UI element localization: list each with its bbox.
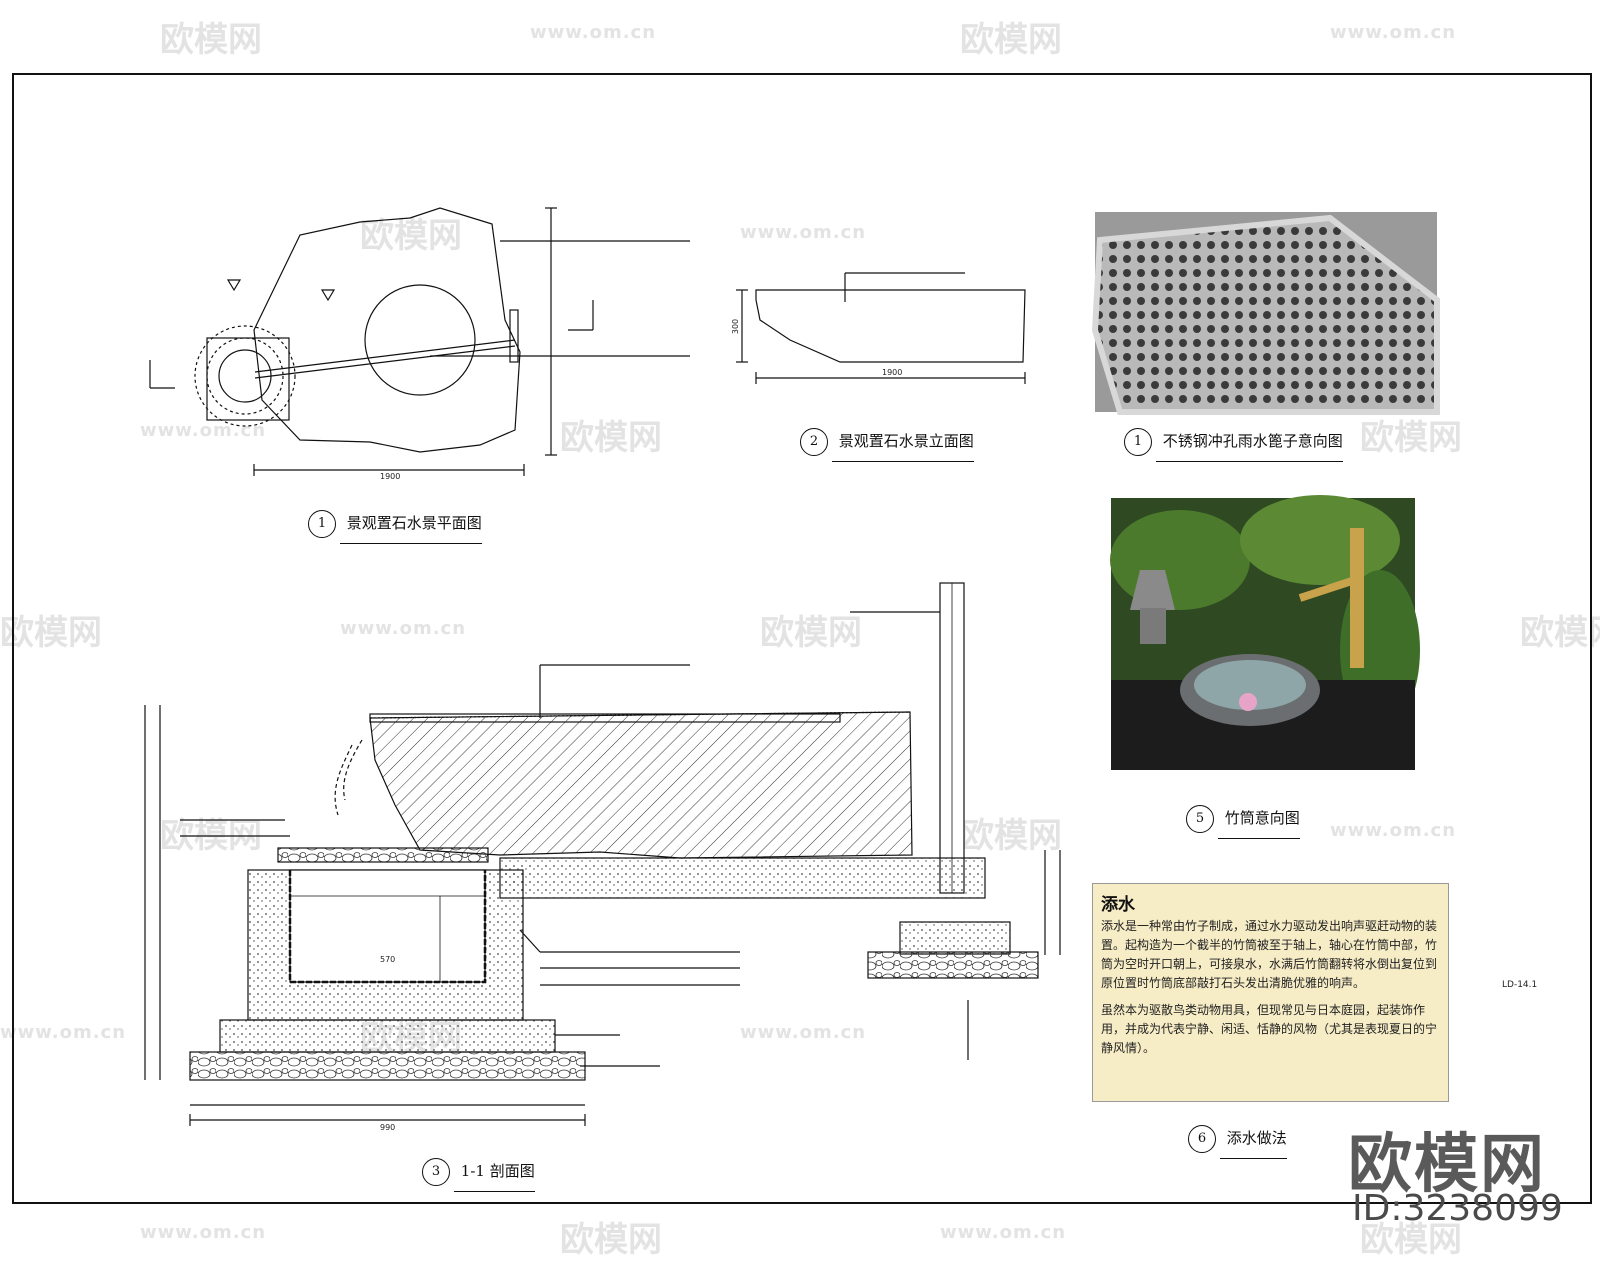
watermark-logo: 欧模网 [560,1220,662,1260]
brand-id: ID:3238099 [1352,1188,1563,1229]
watermark-logo: 欧模网 [160,20,262,60]
watermark-logo: 欧模网 [760,613,862,653]
plan-drawing [149,207,690,476]
caption-bamboo: 5 竹筒意向图 [1186,805,1300,839]
watermark-logo: 欧模网 [1520,613,1600,653]
watermark-url: www.om.cn [340,618,467,639]
watermark-logo: 欧模网 [1360,418,1462,458]
watermark-logo: 欧模网 [1360,1220,1462,1260]
caption-grate-title: 不锈钢冲孔雨水篦子意向图 [1162,432,1343,450]
watermark-url: www.om.cn [1330,22,1457,43]
note-paragraph-1: 添水是一种常由竹子制成，通过水力驱动发出响声驱赶动物的装置。起构造为一个截半的竹… [1101,919,1438,990]
brand-logo-text: 欧模网 [1348,1128,1546,1202]
watermark-logo: 欧模网 [960,20,1062,60]
caption-elevation-title: 景观置石水景立面图 [838,432,974,450]
elevation-drawing [736,272,1026,384]
caption-method: 6 添水做法 [1188,1125,1287,1159]
watermark-url: www.om.cn [740,1022,867,1043]
watermark-logo: 欧模网 [560,418,662,458]
watermark-logo: 欧模网 [960,816,1062,856]
caption-plan: 1 景观置石水景平面图 [308,510,482,544]
caption-section: 3 1-1 剖面图 [422,1158,535,1192]
caption-section-title: 1-1 剖面图 [460,1162,535,1180]
caption-plan-title: 景观置石水景平面图 [346,514,482,532]
section-inner-dim: 570 [380,955,396,964]
section-drawing [144,582,1061,1126]
caption-section-number: 3 [422,1158,450,1186]
bamboo-photo-image [1110,495,1420,770]
shishi-odoshi-note: 添水 添水是一种常由竹子制成，通过水力驱动发出响声驱赶动物的装置。起构造为一个截… [1092,883,1449,1102]
caption-bamboo-title: 竹筒意向图 [1224,809,1300,827]
watermark-url: www.om.cn [1330,820,1457,841]
watermark-url: www.om.cn [740,222,867,243]
elev-height-dim: 300 [731,318,741,335]
caption-method-number: 6 [1188,1125,1216,1153]
caption-elevation-number: 2 [800,428,828,456]
plan-width-dim: 1900 [380,472,401,481]
watermark-url: www.om.cn [940,1222,1067,1243]
watermark-logo: 欧模网 [360,216,462,256]
caption-bamboo-number: 5 [1186,805,1214,833]
caption-plan-number: 1 [308,510,336,538]
caption-grate-number: 1 [1124,428,1152,456]
watermark-url: www.om.cn [0,1022,127,1043]
watermark-logo: 欧模网 [0,613,102,653]
caption-method-title: 添水做法 [1226,1129,1287,1147]
watermark-url: www.om.cn [140,420,267,441]
caption-elevation: 2 景观置石水景立面图 [800,428,974,462]
caption-grate: 1 不锈钢冲孔雨水篦子意向图 [1124,428,1343,462]
elev-width-dim: 1900 [882,368,903,377]
section-total-dim: 990 [380,1123,396,1132]
watermark-url: www.om.cn [140,1222,267,1243]
sheet-number: LD-14.1 [1502,980,1538,990]
note-paragraph-2: 虽然本为驱散鸟类动物用具，但现常见与日本庭园，起装饰作用，并成为代表宁静、闲适、… [1101,1003,1438,1055]
grate-photo-image [1091,212,1440,415]
note-heading: 添水 [1101,895,1135,915]
drawing-frame [12,73,1592,1204]
watermark-url: www.om.cn [530,22,657,43]
